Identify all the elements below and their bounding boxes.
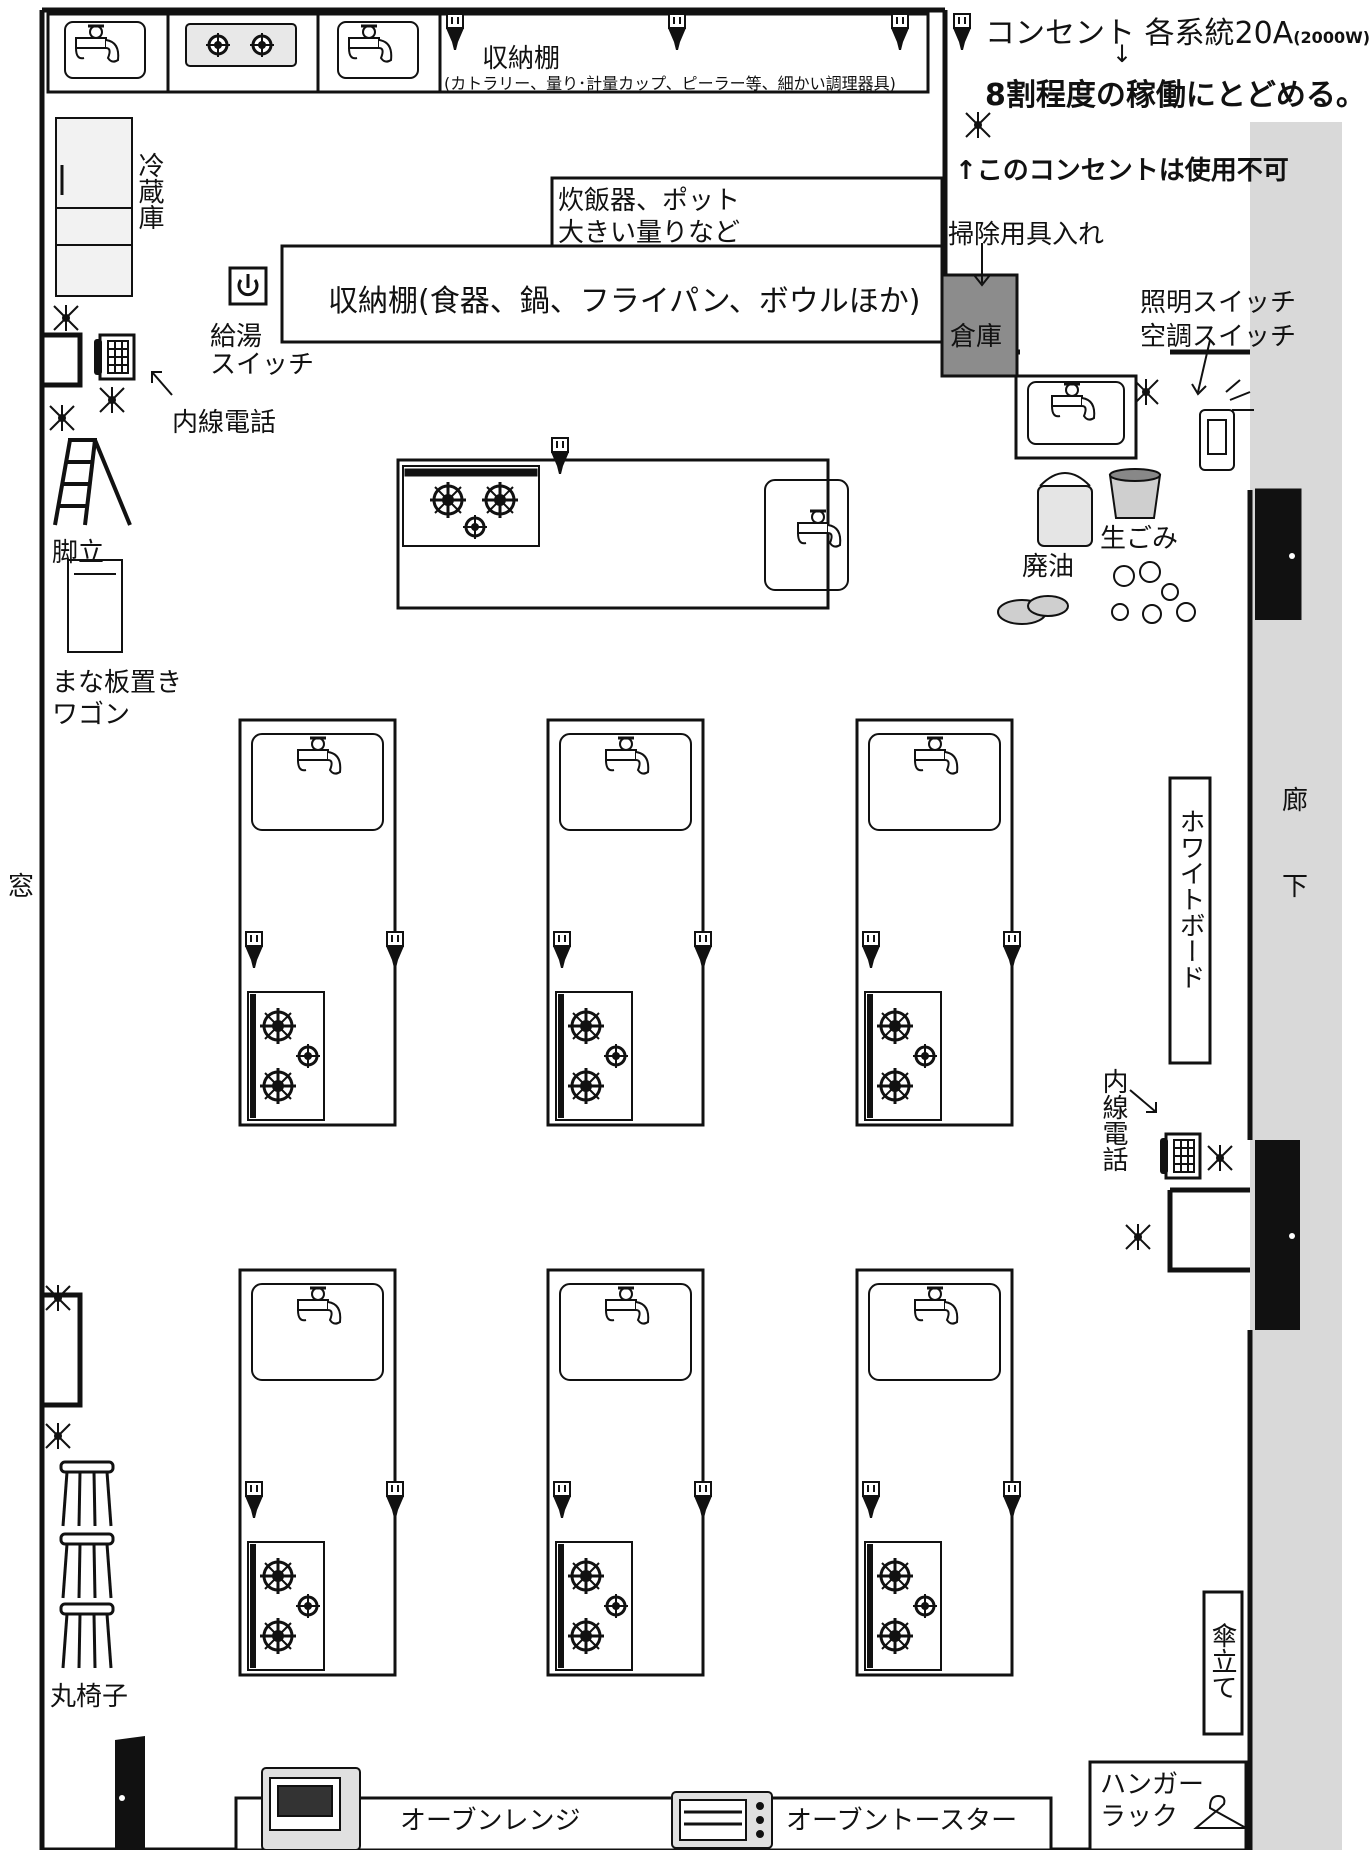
top-shelf-label: 収納棚 [482,44,561,74]
stepladder [53,438,132,526]
cutting-board-wagon [67,559,123,653]
workstation [546,718,713,1127]
whiteboard [1168,776,1212,1065]
switch-arrow [1191,339,1211,396]
water-heater-label-1: 給湯 [210,322,263,352]
unusable-note: ↑このコンセントは使用不可 [955,156,1289,186]
main-shelf-label: 収納棚(食器、鍋、フライパン、ボウルほか) [328,284,921,319]
light-switch-label: 照明スイッチ [1140,288,1297,318]
window-label: 窓 [8,872,35,902]
microwave-oven [261,1767,361,1850]
hanger-rack [1088,1760,1250,1850]
gas-stove-icon [865,1542,941,1670]
fire-alarm-icon [1133,378,1159,406]
power-icon [228,266,268,306]
microwave-label: オーブンレンジ [400,1806,581,1836]
workstation [238,1268,405,1677]
stool [59,1602,115,1670]
waste-oil-label: 廃油 [1022,552,1075,582]
stools-label: 丸椅子 [50,1682,129,1712]
workstation [238,718,405,1127]
gas-stove-icon [556,992,632,1120]
phone-arrow [151,371,173,396]
cutting-board-label-1: まな板置き [52,668,183,698]
umbrella-stand-label: 傘立て [1207,1622,1237,1700]
bottom-counter [234,1796,1053,1850]
unusable-outlet-icon [965,111,991,139]
gas-stove-icon [865,992,941,1120]
outlet-spec-label: コンセント 各系統20A(2000W) [985,8,1370,52]
fire-alarm-icon [45,1284,71,1312]
outlet-spec-text: コンセント 各系統20A [985,16,1294,51]
storage-room [940,273,1019,378]
big-scales-label: 大きい量りなど [558,218,741,248]
workstation [855,718,1022,1127]
fire-alarm-icon [99,386,125,414]
food-waste-pile [1111,561,1196,624]
whiteboard-label: ホワイトボード [1175,808,1205,990]
rice-cooker-shelf [550,176,944,248]
phone-icon [92,333,136,381]
outlet-watt-text: (2000W) [1293,28,1370,47]
cleaning-tools-label: 掃除用具入れ [948,220,1105,250]
waste-oil-can [1037,472,1093,547]
fire-alarm-icon [1207,1144,1233,1172]
stool [59,1460,115,1528]
center-island [396,458,849,610]
top-counter [46,12,930,94]
gas-stove-icon [248,992,324,1120]
stepladder-label: 脚立 [52,538,105,568]
water-heater-label-2: スイッチ [210,350,315,380]
door-right-upper [1255,488,1302,620]
food-waste-label: 生ごみ [1100,524,1179,554]
workstation [855,1268,1022,1677]
storage-label: 倉庫 [950,322,1003,352]
stool [59,1532,115,1600]
fridge [55,117,133,297]
gas-stove-icon [248,1542,324,1670]
cutting-board-label-2: ワゴン [52,700,131,730]
door-left [115,1736,145,1850]
light-switch [1199,379,1254,471]
phone-icon [1158,1132,1202,1180]
down-arrow: ↓ [1112,40,1133,68]
extension-phone-label-right: 内線電話 [1098,1068,1128,1172]
outlet-icon [952,13,972,51]
food-waste-bucket [1108,468,1162,519]
operation-note: 8割程度の稼働にとどめる。 [985,78,1366,113]
fire-alarm-icon [53,304,79,332]
top-shelf-sublabel: (カトラリー、量り･計量カップ、ピーラー等、細かい調理器具) [444,74,896,93]
umbrella-stand [1202,1590,1244,1736]
hanger-rack-label-2: ラック [1100,1802,1179,1832]
door-right-lower [1255,1140,1300,1330]
extension-phone-label-left: 内線電話 [172,408,277,438]
hanger-rack-label-1: ハンガー [1100,1770,1205,1800]
storage-arrow [973,243,991,287]
toaster-oven [671,1791,773,1849]
phone-arrow [1129,1089,1157,1113]
corridor [1250,122,1342,1850]
fire-alarm-icon [49,404,75,432]
corridor-label-1: 廊 [1282,786,1309,816]
toaster-label: オーブントースター [786,1806,1018,1836]
ac-switch-label: 空調スイッチ [1140,322,1297,352]
corridor-label-2: 下 [1282,872,1309,902]
main-shelf [280,244,944,344]
waste-oil-pile [997,595,1069,625]
workstation [546,1268,713,1677]
workstations [238,718,1022,1677]
fridge-label: 冷蔵庫 [134,152,164,230]
fire-alarm-icon [45,1422,71,1450]
fire-alarm-icon [1125,1223,1151,1251]
gas-stove-icon [556,1542,632,1670]
rice-cooker-label: 炊飯器、ポット [558,186,741,216]
